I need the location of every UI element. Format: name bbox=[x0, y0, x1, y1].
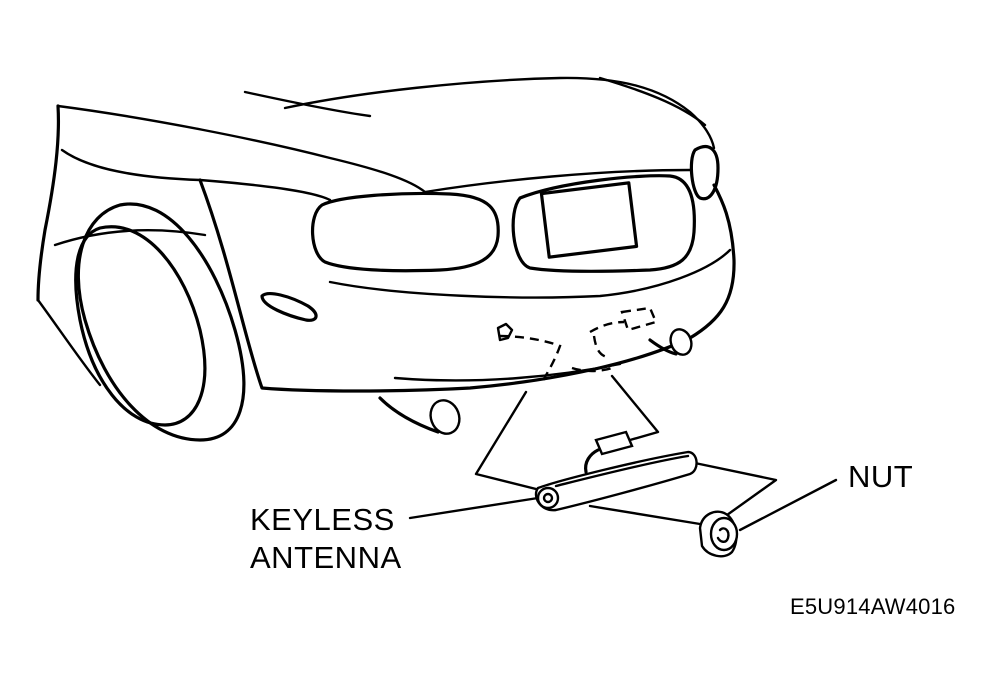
antenna-mount-location bbox=[496, 306, 658, 383]
exhaust-pipes bbox=[378, 328, 693, 435]
keyless-antenna-label-line1: KEYLESS bbox=[250, 502, 395, 537]
nut-label: NUT bbox=[848, 459, 914, 494]
projection-lines bbox=[474, 374, 778, 526]
rear-wheel bbox=[74, 202, 246, 442]
callout-leaders bbox=[408, 478, 838, 532]
keyless-antenna bbox=[534, 430, 698, 512]
keyless-antenna-label-line2: ANTENNA bbox=[250, 540, 402, 575]
nut bbox=[698, 510, 739, 558]
figure-code: E5U914AW4016 bbox=[790, 594, 956, 619]
car-body bbox=[36, 76, 736, 393]
